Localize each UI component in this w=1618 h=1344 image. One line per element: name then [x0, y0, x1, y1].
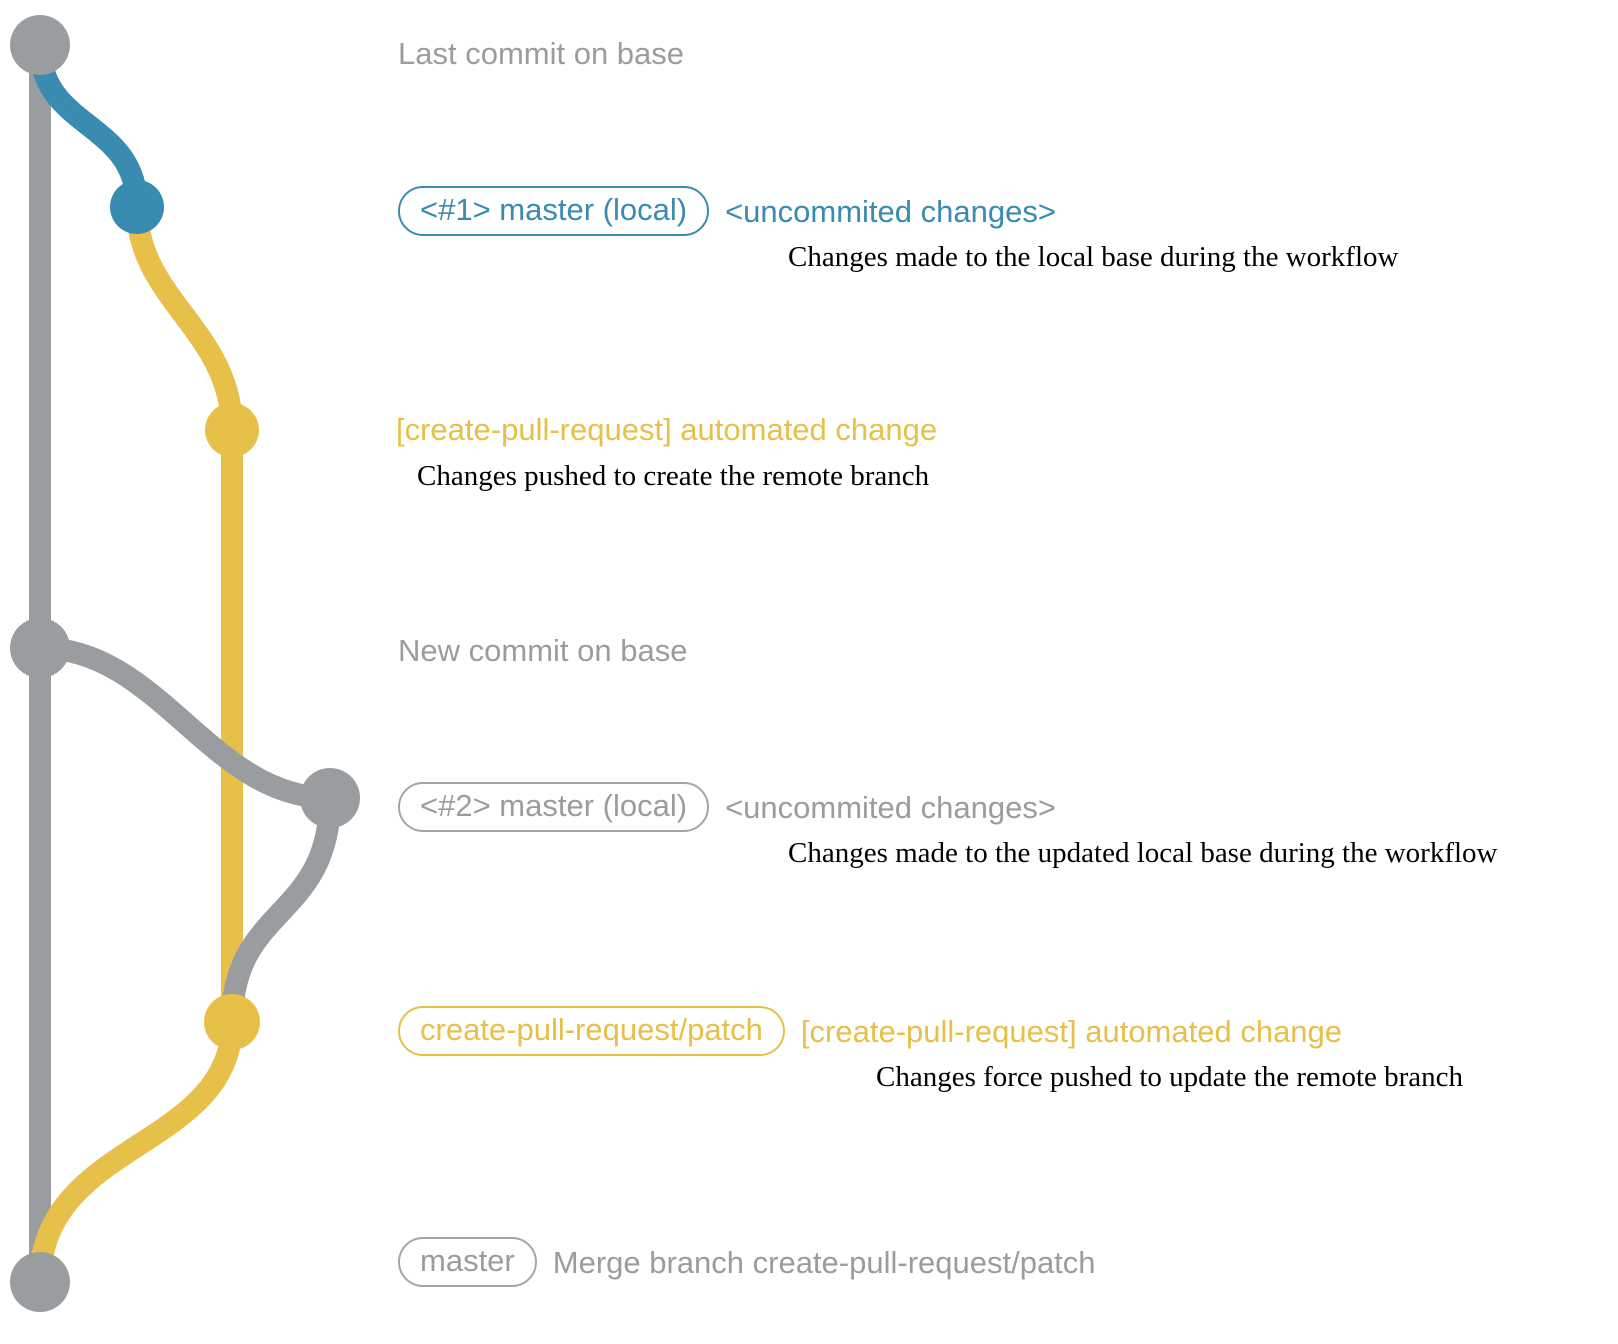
commit-node-local-2[interactable] [300, 768, 360, 828]
commit-description-master-local-2: Changes made to the updated local base d… [788, 837, 1498, 869]
commit-row-master-local-2: <#2> master (local) <uncommited changes> [398, 782, 1056, 832]
commit-description-automated-change-1: Changes pushed to create the remote bran… [417, 460, 930, 492]
commit-node-base-2[interactable] [10, 618, 70, 678]
ref-chip-create-pull-request-patch[interactable]: create-pull-request/patch [398, 1006, 785, 1056]
commit-subject-new-commit-on-base: New commit on base [398, 633, 688, 668]
ref-chip-master-local-2[interactable]: <#2> master (local) [398, 782, 710, 832]
commit-subject-last-commit-on-base: Last commit on base [398, 36, 685, 71]
commit-row-automated-change-1: [create-pull-request] automated change [396, 414, 937, 445]
ref-chip-master[interactable]: master [398, 1237, 537, 1287]
commit-row-merge: master Merge branch create-pull-request/… [398, 1237, 1096, 1287]
branch-patch-merge [29, 1011, 243, 1293]
commit-node-local-1[interactable] [110, 180, 164, 234]
commit-node-merge[interactable] [10, 1252, 70, 1312]
commit-node-patch-2[interactable] [204, 994, 260, 1050]
commit-description-master-local-1: Changes made to the local base during th… [788, 241, 1399, 273]
commit-subject-master-local-2: <uncommited changes> [725, 789, 1056, 825]
commit-node-base-1[interactable] [10, 15, 70, 75]
commit-subject-master-local-1: <uncommited changes> [725, 193, 1056, 229]
branch-patch-create [126, 196, 243, 441]
branch-local-2 [29, 637, 341, 809]
commit-subject-automated-change-1: [create-pull-request] automated change [396, 412, 938, 447]
commit-subject-automated-change-2: [create-pull-request] automated change [800, 1013, 1343, 1049]
commit-subject-merge: Merge branch create-pull-request/patch [552, 1244, 1096, 1280]
commit-nodes [10, 15, 360, 1312]
branch-local-2-to-patch [221, 787, 341, 1033]
commit-row-automated-change-2: create-pull-request/patch [create-pull-r… [398, 1006, 1342, 1056]
commit-description-automated-change-2: Changes force pushed to update the remot… [876, 1061, 1464, 1093]
commit-row-master-local-1: <#1> master (local) <uncommited changes> [398, 186, 1056, 236]
commit-node-patch-1[interactable] [205, 403, 259, 457]
ref-chip-master-local-1[interactable]: <#1> master (local) [398, 186, 710, 236]
